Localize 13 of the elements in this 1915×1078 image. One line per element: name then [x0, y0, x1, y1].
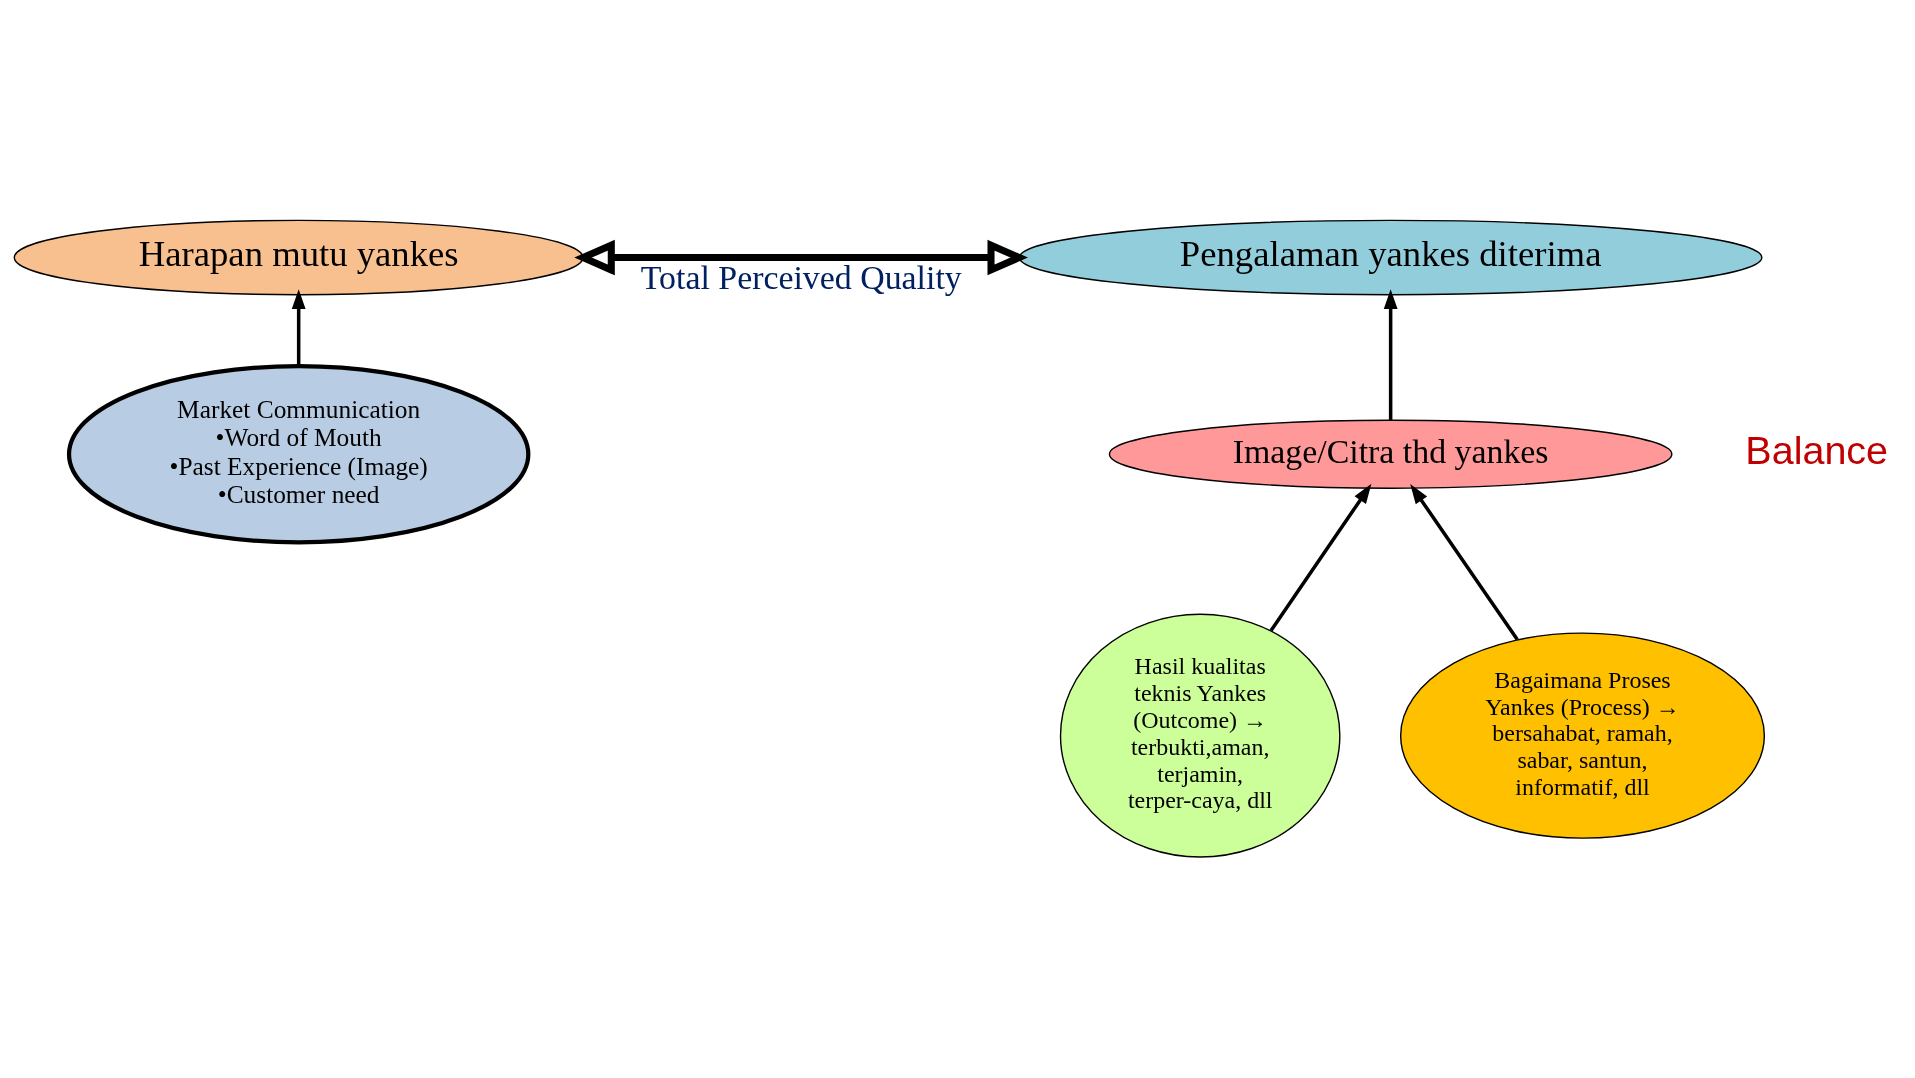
label: Balance [1745, 427, 1889, 472]
node-ellipse: Market Communication •Word of Mouth •Past Experience (Image) •Customer need [66, 364, 531, 545]
node-ellipse: Pengalaman yankes diterima [1018, 219, 1763, 296]
arrow [291, 289, 306, 367]
edge-label: Total Perceived Quality [640, 258, 962, 296]
arrow [574, 239, 1029, 276]
arrow [1383, 289, 1398, 420]
arrow [1269, 483, 1372, 632]
arrow [1410, 484, 1519, 641]
node-ellipse: Image/Citra thd yankes [1108, 419, 1673, 489]
node-ellipse: Harapan mutu yankes [13, 219, 584, 296]
node-ellipse: Bagaimana Proses Yankes (Process) → bersahabat, ramah, sabar, santun, informatif, dll [1399, 632, 1766, 839]
node-ellipse: Hasil kualitas teknis Yankes (Outcome) → terbukti,aman, terjamin, terper-caya, dll [1059, 613, 1341, 858]
